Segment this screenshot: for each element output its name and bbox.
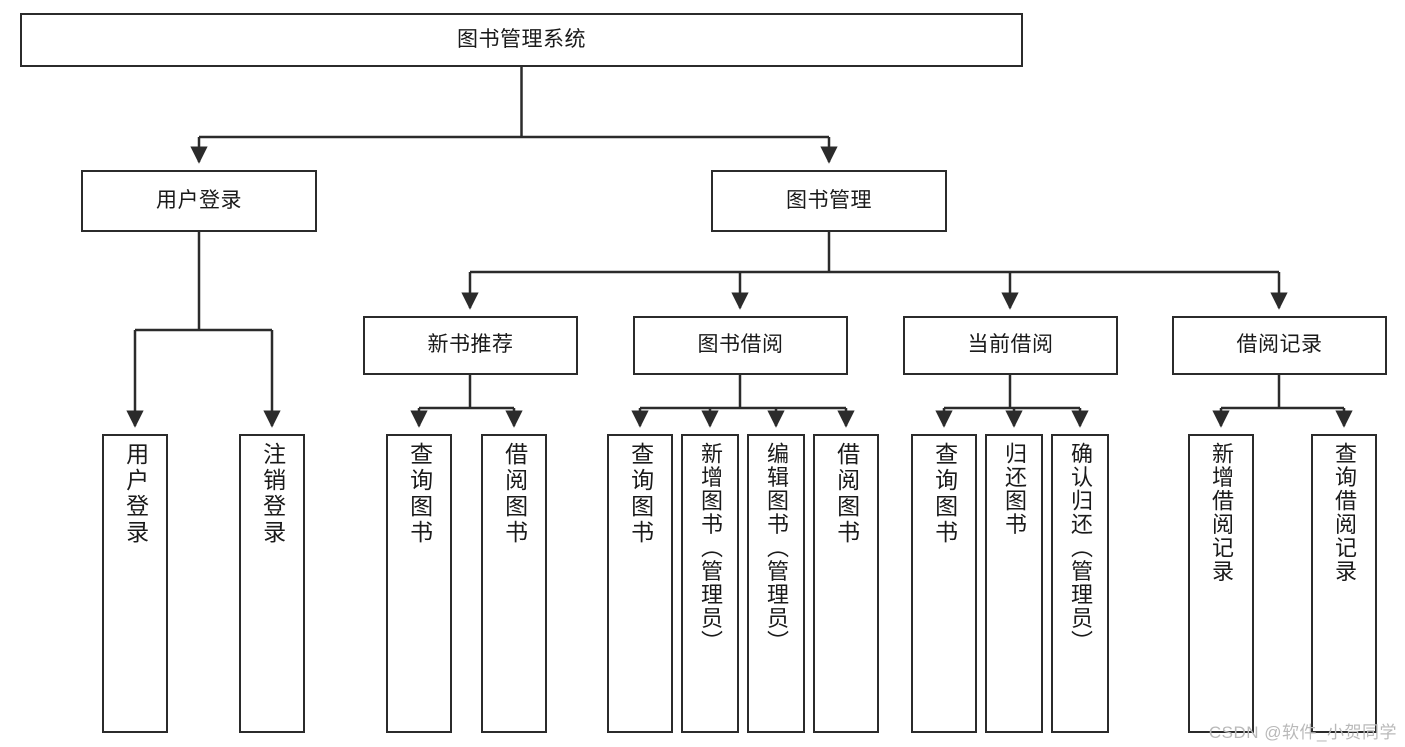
node-book-management-label: 图书管理 — [786, 188, 872, 212]
leaf-borrow-book-borrow[interactable]: 借阅图书 — [813, 434, 879, 733]
leaf-add-borrow-record[interactable]: 新增借阅记录 — [1188, 434, 1254, 733]
leaf-query-book-borrow-label: 查询图书 — [627, 442, 654, 546]
leaf-confirm-return-admin[interactable]: 确认归还（管理员） — [1051, 434, 1109, 733]
leaf-query-borrow-record[interactable]: 查询借阅记录 — [1311, 434, 1377, 733]
node-book-borrow[interactable]: 图书借阅 — [633, 316, 848, 375]
leaf-query-borrow-record-label: 查询借阅记录 — [1331, 442, 1357, 583]
leaf-return-book-label: 归还图书 — [1001, 442, 1027, 536]
leaf-borrow-book-newbook[interactable]: 借阅图书 — [481, 434, 547, 733]
leaf-query-book-newbook-label: 查询图书 — [406, 442, 433, 546]
node-current-borrow-label: 当前借阅 — [967, 333, 1054, 357]
leaf-add-borrow-record-label: 新增借阅记录 — [1208, 442, 1234, 583]
leaf-query-book-current-label: 查询图书 — [931, 442, 958, 546]
leaf-query-book-current[interactable]: 查询图书 — [911, 434, 977, 733]
node-user-login-label: 用户登录 — [156, 188, 242, 212]
node-book-management[interactable]: 图书管理 — [711, 170, 947, 232]
leaf-borrow-book-newbook-label: 借阅图书 — [501, 442, 528, 546]
leaf-query-book-newbook[interactable]: 查询图书 — [386, 434, 452, 733]
leaf-logout-label: 注销登录 — [259, 442, 286, 546]
leaf-confirm-return-admin-label: 确认归还（管理员） — [1067, 442, 1093, 654]
node-borrow-record-label: 借阅记录 — [1236, 333, 1323, 357]
leaf-edit-book-admin[interactable]: 编辑图书（管理员） — [747, 434, 805, 733]
node-borrow-record[interactable]: 借阅记录 — [1172, 316, 1387, 375]
leaf-query-book-borrow[interactable]: 查询图书 — [607, 434, 673, 733]
node-root-system[interactable]: 图书管理系统 — [20, 13, 1023, 67]
node-root-system-label: 图书管理系统 — [457, 27, 586, 51]
leaf-add-book-admin[interactable]: 新增图书（管理员） — [681, 434, 739, 733]
leaf-borrow-book-borrow-label: 借阅图书 — [833, 442, 860, 546]
watermark-text: CSDN @软件_小贺同学 — [1208, 723, 1397, 742]
leaf-logout[interactable]: 注销登录 — [239, 434, 305, 733]
leaf-edit-book-admin-label: 编辑图书（管理员） — [763, 442, 789, 654]
leaf-user-login-label: 用户登录 — [122, 442, 149, 546]
node-current-borrow[interactable]: 当前借阅 — [903, 316, 1118, 375]
node-user-login[interactable]: 用户登录 — [81, 170, 317, 232]
leaf-return-book[interactable]: 归还图书 — [985, 434, 1043, 733]
node-book-borrow-label: 图书借阅 — [697, 333, 784, 357]
node-new-book-recommend[interactable]: 新书推荐 — [363, 316, 578, 375]
leaf-add-book-admin-label: 新增图书（管理员） — [697, 442, 723, 654]
leaf-user-login[interactable]: 用户登录 — [102, 434, 168, 733]
node-new-book-recommend-label: 新书推荐 — [427, 333, 514, 357]
